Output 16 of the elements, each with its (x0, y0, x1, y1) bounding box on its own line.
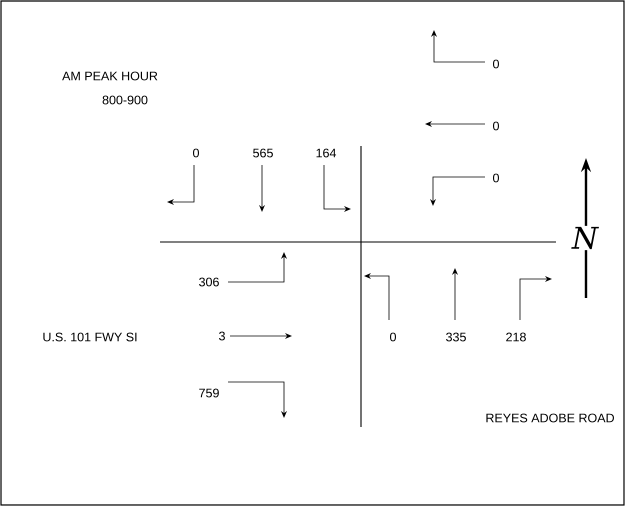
label: 3 (219, 332, 225, 340)
label: 0 (493, 174, 499, 182)
label: 0 (193, 148, 199, 158)
label: 335 (446, 332, 466, 342)
label: 759 (199, 388, 219, 398)
label: 306 (199, 278, 219, 286)
label: 218 (506, 332, 526, 342)
label: 0 (493, 60, 499, 68)
label: 565 (253, 148, 273, 158)
label: 0 (390, 332, 396, 342)
label: 164 (316, 148, 336, 158)
label: REYES ADOBE ROAD (486, 414, 614, 422)
label: 800-900 (102, 96, 148, 104)
label: AM PEAK HOUR (62, 72, 158, 80)
label: U.S. 101 FWY SI (43, 332, 136, 342)
label: 0 (493, 122, 499, 130)
